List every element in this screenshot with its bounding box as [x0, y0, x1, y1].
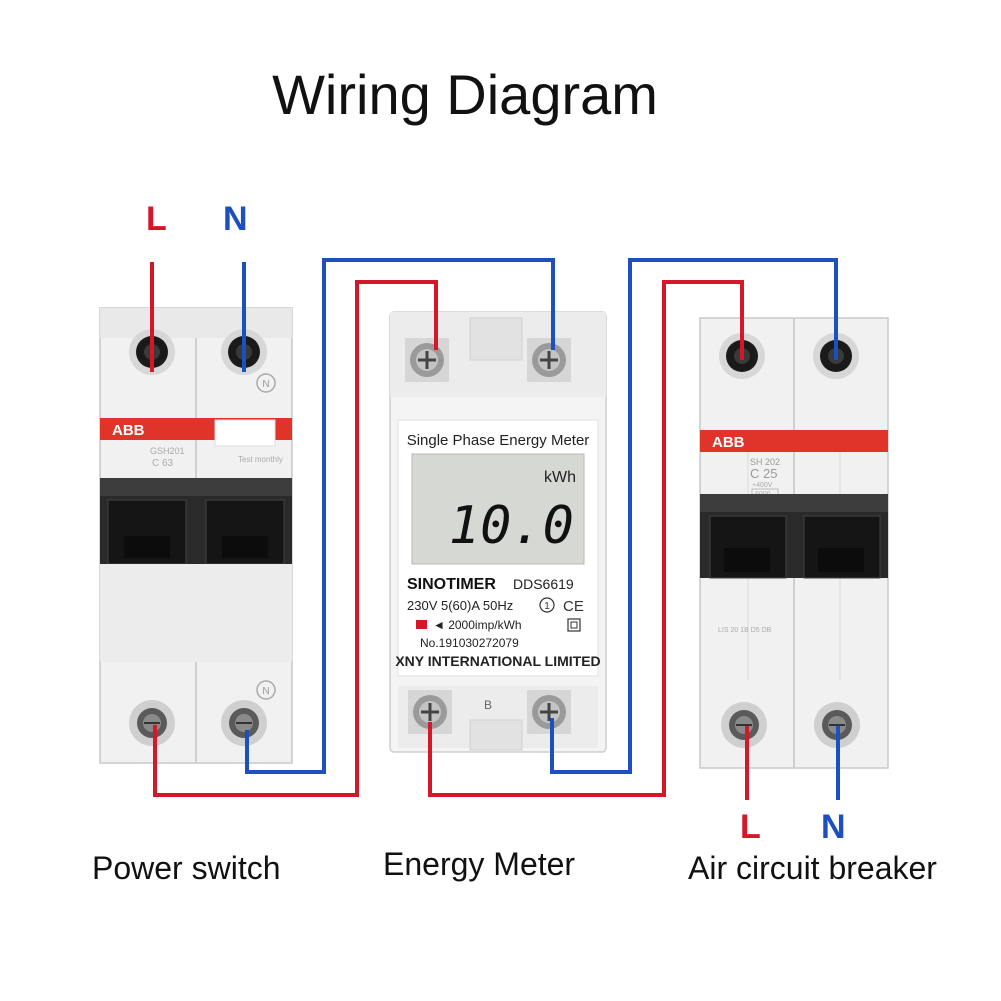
- meter-top-screw-neutral: [527, 338, 571, 382]
- left-test-label: Test monthly: [238, 455, 283, 464]
- svg-text:CE: CE: [563, 598, 584, 615]
- right-footer: LIS 20 1B D5 DB: [718, 627, 772, 634]
- left-neutral-mark-bottom: N: [262, 686, 269, 697]
- meter-top-screw-live: [405, 338, 449, 382]
- right-breaker-bottom-terminal-neutral: [814, 702, 860, 748]
- energy-meter: Single Phase Energy Meter kWh 10.0 SINOT…: [389, 311, 607, 753]
- right-breaker: ABB SH 202 C 25 +400V 6000 LIS 20 1B D5 …: [699, 317, 889, 769]
- wire-switch-to-meter-neutral: [245, 258, 555, 774]
- meter-pulse: ◄ 2000imp/kWh: [433, 618, 522, 632]
- wire-switch-to-meter-live: [153, 280, 438, 797]
- left-rating: C 63: [152, 458, 174, 469]
- right-abb-band: [700, 430, 888, 452]
- left-abb-logo: ABB: [112, 422, 145, 439]
- left-breaker-bottom-terminal-live: [129, 700, 175, 746]
- right-model: SH 202: [750, 457, 780, 467]
- meter-spec: 230V 5(60)A 50Hz: [407, 598, 513, 613]
- left-breaker: N ABB GSH201 C 63 Test monthly N: [99, 307, 293, 764]
- bottom-live-label: L: [740, 808, 761, 846]
- bottom-neutral-label: N: [821, 808, 846, 846]
- diagram-title: Wiring Diagram: [272, 63, 658, 126]
- meter-model: DDS6619: [513, 576, 574, 592]
- right-voltage: +400V: [752, 482, 773, 489]
- meter-brand: SINOTIMER: [407, 576, 496, 593]
- meter-pulse-led: [416, 620, 427, 629]
- meter-unit: kWh: [544, 469, 576, 486]
- meter-company: XNY INTERNATIONAL LIMITED: [395, 653, 600, 669]
- caption-energy-meter: Energy Meter: [383, 846, 576, 882]
- meter-reading: 10.0: [449, 496, 574, 556]
- left-neutral-mark-top: N: [262, 379, 269, 390]
- left-model: GSH201: [150, 446, 185, 456]
- left-breaker-bottom-terminal-neutral: [221, 700, 267, 746]
- top-neutral-label: N: [223, 200, 248, 238]
- meter-terminal-mark: B: [484, 698, 492, 712]
- meter-heading: Single Phase Energy Meter: [407, 432, 590, 449]
- right-rating: C 25: [750, 466, 777, 481]
- right-abb-logo: ABB: [712, 434, 745, 451]
- wire-meter-to-breaker-live: [428, 280, 744, 797]
- right-breaker-bottom-terminal-live: [721, 702, 767, 748]
- meter-class-mark: 1: [544, 601, 550, 612]
- caption-air-breaker: Air circuit breaker: [688, 850, 937, 886]
- meter-bottom-screw-neutral: [527, 690, 571, 734]
- meter-serial: No.191030272079: [420, 636, 519, 650]
- wire-meter-to-breaker-neutral: [550, 258, 838, 774]
- caption-power-switch: Power switch: [92, 850, 281, 886]
- top-live-label: L: [146, 200, 167, 238]
- meter-lcd: [411, 453, 585, 565]
